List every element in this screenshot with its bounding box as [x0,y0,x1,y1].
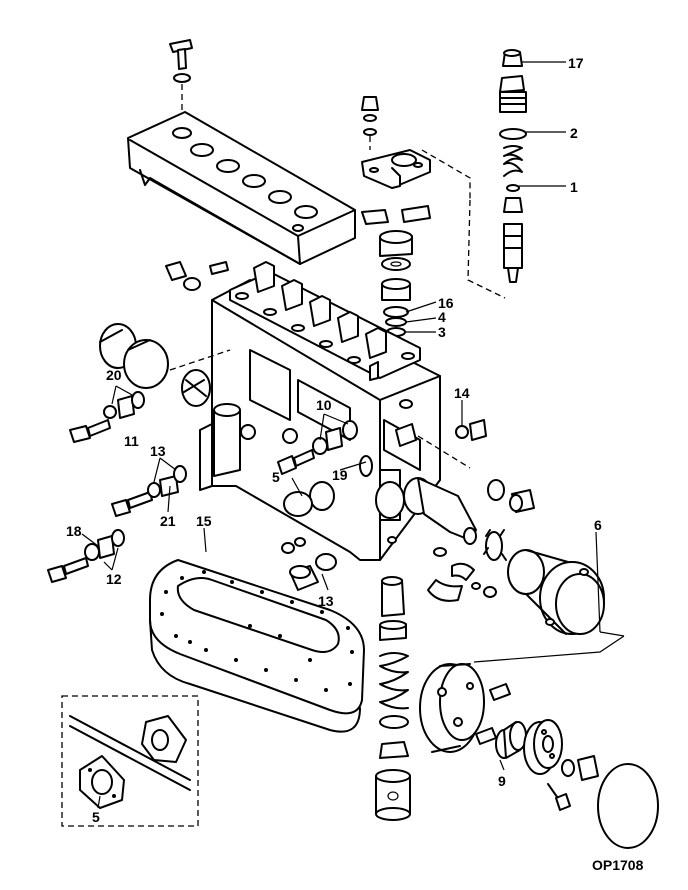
callout-16: 16 [438,295,454,311]
leader-lines [81,61,601,809]
barrel-seal-stack [379,230,413,337]
callout-2: 2 [570,125,578,141]
top-cover [127,111,356,265]
drawing-code: OP1708 [592,857,644,873]
callout-13-lower: 13 [318,593,334,609]
callout-1: 1 [570,179,578,195]
camshaft-seal [487,479,535,513]
drive-gear [483,529,507,561]
valve-holder-nut [361,96,379,150]
side-plug-14 [455,419,487,441]
small-bushing [165,261,229,291]
callout-18: 18 [66,523,82,539]
lower-nut-parts [281,537,337,591]
callout-13-upper: 13 [150,443,166,459]
bolt-washer-set-13 [111,465,187,517]
center-bolt-set [240,420,373,517]
large-o-ring [597,763,659,849]
callout-9: 9 [498,773,506,789]
governor-hub [523,719,599,811]
callout-17: 17 [568,55,584,71]
governor-flange [419,663,511,753]
callout-20: 20 [106,367,122,383]
callout-6: 6 [594,517,602,533]
callout-15: 15 [196,513,212,529]
callout-labels: 17 2 1 16 4 3 20 11 10 14 13 5 19 21 18 … [66,55,644,873]
callout-4: 4 [438,309,446,325]
fitting-sleeve [395,423,471,469]
tappet-stack [375,576,411,821]
callout-21: 21 [160,513,176,529]
half-moon-key [427,562,497,602]
callout-14: 14 [454,385,470,401]
pump-element-row [229,261,421,381]
bushing-9 [495,721,527,759]
camshaft [403,477,477,557]
callout-11: 11 [124,433,139,449]
bolt-washer-set-11 [69,391,145,443]
dash-leader-2 [473,635,625,663]
coupling-6 [507,549,605,635]
callout-19: 19 [332,467,348,483]
bolt-washer-set-12 [47,529,125,583]
dash-leader [599,631,625,637]
callout-5-main: 5 [272,469,280,485]
detail-inset [61,695,199,827]
bearing-race [99,323,231,407]
delivery-valve-assembly [499,49,527,283]
valve-holder-flange [361,149,506,299]
bottom-gasket-15 [149,559,365,733]
callout-5-inset: 5 [92,809,100,825]
valve-holder-clamps [361,205,431,225]
callout-3: 3 [438,324,446,340]
top-cover-bolt [169,39,193,120]
callout-10: 10 [316,397,332,413]
callout-12: 12 [106,571,122,587]
